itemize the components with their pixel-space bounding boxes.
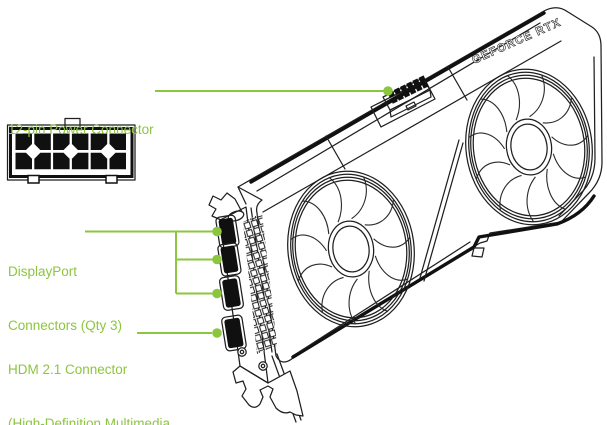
gpu-illustration: GEFORCE RTX: [208, 7, 603, 423]
io-bracket: [208, 192, 304, 417]
shroud-top-boundary: [262, 40, 562, 213]
pinout-diagram: [6, 117, 136, 184]
gpu-fan-right: [456, 61, 602, 233]
card-bottom-edge: [291, 194, 596, 359]
power-connector-pins: [387, 75, 429, 104]
power-connector-label: 12-pin Power Connector: [8, 85, 154, 175]
displayport-callout-lines: [85, 230, 213, 295]
bracket-tab: [208, 192, 243, 221]
displayport-label: DisplayPort Connectors (Qty 3): [8, 264, 123, 333]
brand-text: GEFORCE RTX: [470, 17, 563, 67]
bracket-foot: [232, 365, 304, 417]
pinout-pins: [15, 133, 126, 170]
pinout-notch-left: [27, 174, 40, 184]
shroud-center-seam: [419, 139, 464, 282]
hdmi-label: HDM 2.1 Connector (High-Definition Multi…: [8, 362, 171, 425]
card-outline: [237, 7, 603, 363]
bracket-vent-grid: [243, 213, 277, 354]
power-connector: [370, 75, 436, 128]
gpu-fan-left: [278, 163, 424, 335]
callout-lines: [85, 86, 393, 338]
hdmi-port: [221, 314, 247, 352]
displayport-port-3: [218, 275, 245, 311]
bracket-screws: [237, 347, 268, 371]
power-callout-dot: [383, 86, 393, 96]
power-connector-label-text: 12-pin Power Connector: [8, 122, 154, 137]
card-bottom-notch: [471, 247, 485, 258]
pinout-notch-right: [105, 174, 118, 184]
